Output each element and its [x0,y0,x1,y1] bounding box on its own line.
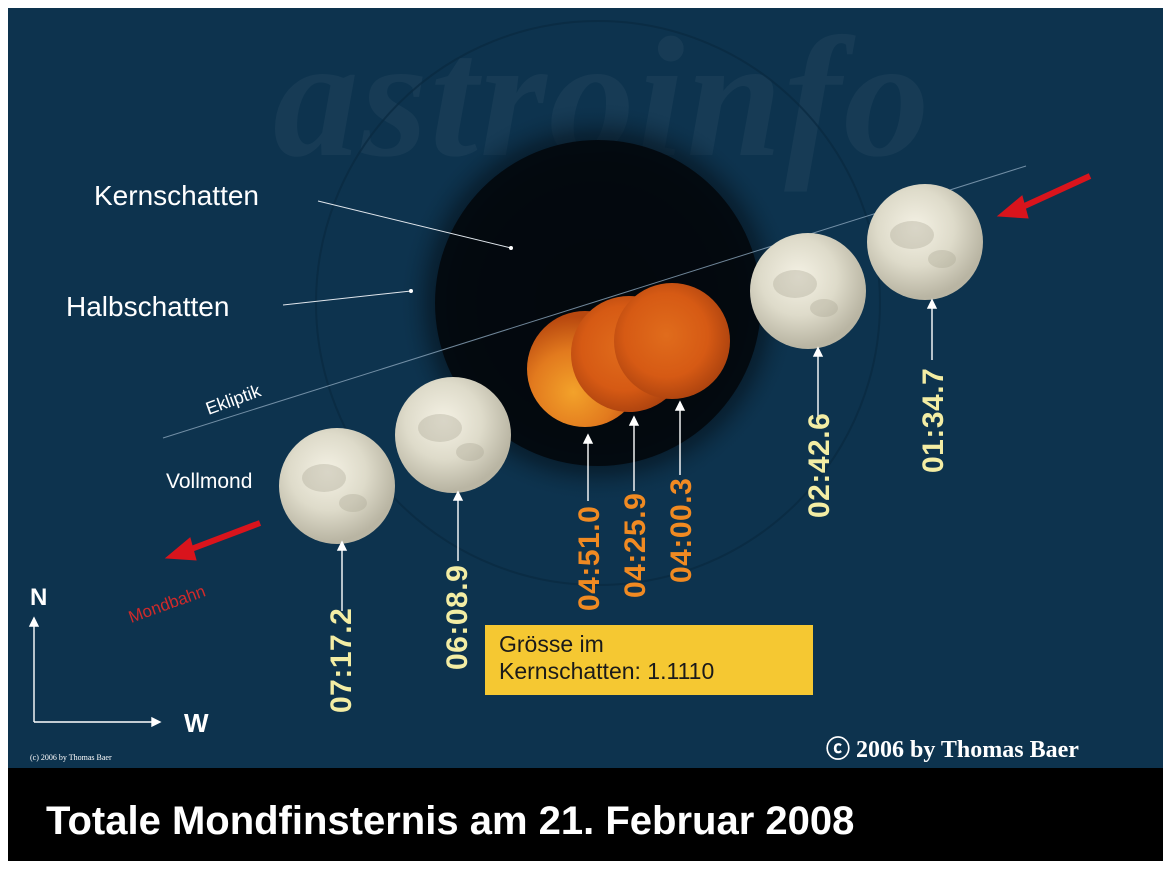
lunar-maria [302,221,956,512]
info-box-line2: Kernschatten: 1.1110 [499,658,715,684]
magnitude-info-box: Grösse im Kernschatten: 1.1110 [485,625,813,695]
eclipse-scene [28,20,1092,728]
figure-title: Totale Mondfinsternis am 21. Februar 200… [46,799,855,843]
time-label-0400: 04:00.3 [665,477,698,583]
figure-frame: astroinfo [8,8,1163,861]
penumbra-pointer-line [282,290,412,306]
penumbra-outline [315,20,881,586]
time-label-0609: 06:08.9 [441,564,474,670]
moon-0135 [867,184,983,300]
time-markers [336,298,938,611]
time-label-0243: 02:42.6 [803,412,836,518]
copyright-notice: ⓒ 2006 by Thomas Baer [826,737,1079,763]
time-label-0717: 07:17.2 [325,607,358,713]
copyright-small: (c) 2006 by Thomas Baer [30,753,112,762]
moon-0400 [614,283,730,399]
compass [28,616,162,728]
penumbra-label: Halbschatten [66,291,230,322]
diagram-panel: astroinfo [8,8,1163,768]
time-label-0426: 04:25.9 [619,492,652,598]
moon-direction-arrows [164,173,1092,561]
west-label: W [184,708,209,738]
umbra-label: Kernschatten [94,180,259,211]
umbra-pointer-dot [509,246,513,250]
umbra-pointer-line [317,200,512,249]
penumbra-pointer-dot [409,289,413,293]
info-box-line1: Grösse im [499,631,604,657]
moon-0243 [750,233,866,349]
full-moon-label: Vollmond [166,470,253,493]
moon-0609 [395,377,511,493]
time-label-0451: 04:51.0 [573,505,606,611]
time-label-0135: 01:34.7 [917,367,950,473]
moon-0717 [279,428,395,544]
north-label: N [30,584,48,611]
